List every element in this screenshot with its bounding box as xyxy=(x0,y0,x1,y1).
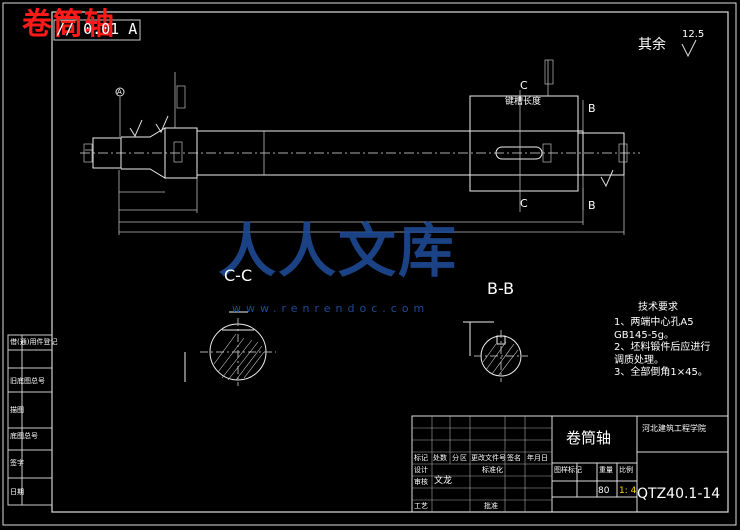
rev-col-mark: 标记 xyxy=(414,454,428,462)
designer-name: 文龙 xyxy=(434,476,453,486)
tech-requirement-1: 1、两端中心孔A5 xyxy=(614,317,694,328)
rev-col-count: 处数 xyxy=(433,454,447,462)
section-mark-c-lower: C xyxy=(520,197,528,210)
tech-requirements-heading: 技术要求 xyxy=(638,302,678,313)
rev-col-doc: 更改文件号 xyxy=(471,454,506,462)
rev-col-zone: 区 xyxy=(460,454,467,462)
tech-requirement-3: 3、全部倒角1×45。 xyxy=(614,367,708,378)
standard-label: 标准化 xyxy=(482,466,503,474)
section-title-c-c: C-C xyxy=(224,266,253,285)
process-label: 工艺 xyxy=(414,502,428,510)
roughness-marks xyxy=(129,39,697,188)
geometric-tolerance: // 0.01 A xyxy=(56,20,138,38)
rev-col-sign: 签名 xyxy=(507,454,521,462)
surface-note-roughness: 12.5 xyxy=(682,29,705,40)
watermark-text: 人人文库 xyxy=(218,217,459,285)
small-tolerance-boxes xyxy=(83,59,628,163)
title-block-scale-ratio: 1: 4 xyxy=(619,486,637,496)
section-mark-b-lower: B xyxy=(588,199,596,212)
side-strip xyxy=(7,334,53,506)
section-title-b-b: B-B xyxy=(487,279,515,298)
tech-requirement-2b: 调质处理。 xyxy=(614,355,664,366)
tech-requirement-2: 2、坯料锻件后应进行 xyxy=(614,342,711,353)
section-mark-b-upper: B xyxy=(588,102,596,115)
title-block-drawing-code: QTZ40.1-14 xyxy=(637,486,721,502)
side-strip-item-1: 借(通)用件登记 xyxy=(10,338,58,346)
approve-label: 批准 xyxy=(484,502,498,510)
scale-label: 比例 xyxy=(619,466,633,474)
watermark-url: www.renrendoc.com xyxy=(232,302,430,315)
inner-border xyxy=(51,11,729,513)
side-strip-item-4: 底图总号 xyxy=(10,432,38,440)
title-block-part-name: 卷筒轴 xyxy=(566,429,612,447)
tolerance-frame xyxy=(53,19,141,41)
checker-label: 审核 xyxy=(414,478,428,486)
shaft-main-view xyxy=(80,95,640,192)
section-mark-c-upper: C xyxy=(520,79,528,92)
side-strip-item-6: 日期 xyxy=(10,488,24,496)
hatch-c-c xyxy=(213,333,265,381)
title-block-revision-grid xyxy=(412,416,552,512)
side-strip-item-2: 旧底图总号 xyxy=(10,377,45,385)
tech-requirement-1b: GB145-5g。 xyxy=(614,330,675,341)
datum-circle xyxy=(115,87,125,97)
side-strip-item-5: 签字 xyxy=(10,459,24,467)
section-c-c xyxy=(184,311,276,386)
rev-col-date: 年月日 xyxy=(527,454,548,462)
rev-col-section: 分 xyxy=(452,454,459,462)
designer-label: 设计 xyxy=(414,466,428,474)
section-b-b xyxy=(463,321,528,382)
datum-label: A xyxy=(117,88,122,96)
stage-label: 图样标记 xyxy=(554,466,582,474)
hatch-b-b xyxy=(482,341,519,377)
title-block-school: 河北建筑工程学院 xyxy=(642,424,706,433)
keyway-length-label: 键槽长度 xyxy=(505,97,542,107)
side-strip-item-3: 描图 xyxy=(10,406,24,414)
surface-note-label: 其余 xyxy=(638,37,666,53)
weight-label: 重量 xyxy=(599,466,613,474)
title-block-scale-value: 80 xyxy=(598,486,610,496)
red-title-stamp: 卷筒轴 xyxy=(22,7,115,42)
